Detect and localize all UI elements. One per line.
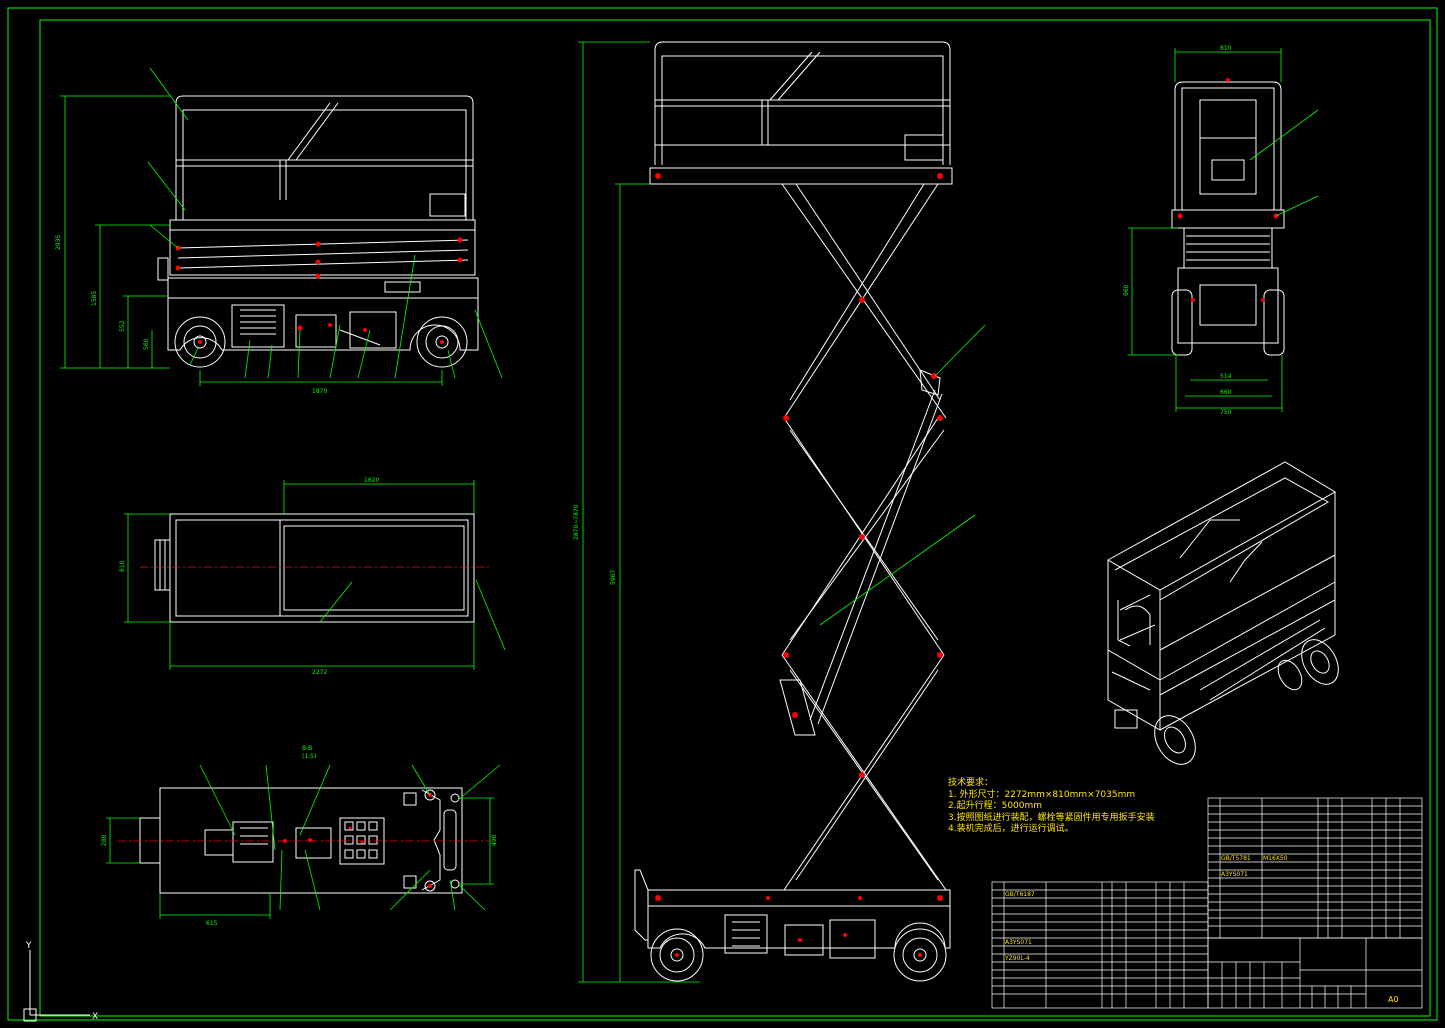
title-block-text: GB/T6187 A3YS071 YZ90L-4 GB/T5781 M16X50… — [1004, 855, 1399, 1004]
side-view-dimensions — [60, 67, 503, 386]
svg-text:810: 810 — [119, 560, 126, 572]
technical-requirement-2: 2.起升行程：5000mm — [948, 801, 1043, 811]
svg-text:490: 490 — [491, 834, 498, 846]
svg-text:960: 960 — [1123, 284, 1130, 296]
ref-a3ys071-right: A3YS071 — [1221, 871, 1248, 878]
ref-gb5781: GB/T5781 — [1221, 855, 1251, 862]
total-height-dim: 5967 — [610, 570, 617, 585]
technical-requirement-3: 3.按照图纸进行装配，螺栓等紧固件用专用扳手安装 — [948, 812, 1155, 823]
ucs-icon-labels: YX — [25, 941, 98, 1022]
svg-text:660: 660 — [1220, 389, 1232, 396]
svg-text:560: 560 — [143, 338, 150, 350]
side-view — [157, 95, 479, 368]
bottom-width-dim: 615 — [206, 920, 218, 927]
svg-text:Y: Y — [25, 941, 32, 951]
parts-table-left — [991, 881, 1209, 1009]
extended-view — [634, 41, 953, 982]
inner-border — [39, 19, 1431, 1017]
side-width-dim: 1870 — [312, 388, 327, 395]
svg-text:552: 552 — [119, 320, 126, 332]
extended-view-dim-text: 2870~7870 5967 — [573, 504, 617, 585]
technical-requirement-1: 1. 外形尺寸：2272mm×810mm×7035mm — [948, 789, 1136, 800]
front-view-dimensions — [1128, 48, 1319, 412]
ref-a3ys071: A3YS071 — [1005, 939, 1032, 946]
extended-view-dimensions — [578, 41, 986, 983]
ucs-icon — [23, 950, 90, 1022]
technical-requirements-heading: 技术要求： — [948, 778, 994, 788]
sheet-size: A0 — [1388, 995, 1399, 1004]
ref-m16x50: M16X50 — [1263, 855, 1288, 862]
svg-text:X: X — [92, 1012, 98, 1022]
svg-text:(1:5): (1:5) — [302, 753, 316, 760]
front-width-dim: 750 — [1220, 409, 1232, 416]
svg-text:2935: 2935 — [55, 235, 62, 250]
ref-yz90l: YZ90L-4 — [1004, 955, 1030, 962]
bottom-view — [139, 787, 463, 894]
side-view-pins — [175, 237, 463, 344]
top-width-dim: 810 — [1220, 45, 1232, 52]
bottom-view-dimensions — [106, 764, 501, 919]
parts-table-right — [1207, 797, 1423, 939]
bottom-view-dim-text: 280 490 615 B-B (1:5) — [101, 745, 498, 927]
stroke-dim: 2870~7870 — [573, 504, 580, 540]
extended-view-pins — [655, 173, 943, 957]
isometric-view — [1106, 461, 1339, 765]
technical-requirements: 技术要求： 1. 外形尺寸：2272mm×810mm×7035mm 2.起升行程… — [948, 778, 1155, 836]
svg-text:1585: 1585 — [91, 291, 98, 306]
front-view-dim-text: 810 960 514 660 750 — [1123, 45, 1232, 416]
plan-view-dim-text: 1620 2272 810 — [119, 477, 379, 676]
side-view-dim-text: 2935 1585 552 560 1870 — [55, 235, 327, 395]
title-block — [1207, 937, 1423, 1009]
front-view — [1171, 81, 1285, 356]
technical-requirement-4: 4.装机完成后，进行运行调试。 — [948, 824, 1074, 834]
svg-text:B-B: B-B — [302, 745, 312, 752]
plan-view-dimensions — [124, 480, 506, 670]
ref-gb6187: GB/T6187 — [1005, 891, 1035, 898]
plan-platform-dim: 1620 — [364, 477, 379, 484]
plan-view — [154, 513, 475, 623]
outer-border — [7, 7, 1438, 1021]
svg-text:514: 514 — [1220, 373, 1232, 380]
plan-length-dim: 2272 — [312, 669, 327, 676]
svg-text:280: 280 — [101, 834, 108, 846]
